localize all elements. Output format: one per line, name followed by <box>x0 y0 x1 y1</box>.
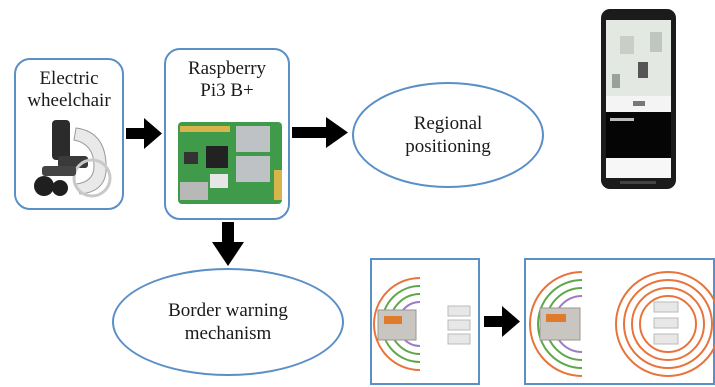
wheelchair-title-line2: wheelchair <box>27 90 111 111</box>
border-line1: Border warning <box>168 300 288 321</box>
border-line2: mechanism <box>184 323 272 344</box>
border-demo-panel-single <box>370 258 480 385</box>
wheelchair-node: Electric wheelchair <box>14 58 124 210</box>
raspberry-title-line2: Pi3 B+ <box>200 80 254 101</box>
wheelchair-illustration <box>34 120 112 198</box>
border-demo-panel-double <box>524 258 715 385</box>
wheelchair-title-line1: Electric <box>39 68 99 89</box>
arrow-wheelchair-to-pi <box>126 118 162 149</box>
border-warning-node: Border warning mechanism <box>112 268 344 376</box>
raspberry-pi-board-illustration <box>178 122 282 204</box>
raspberry-pi-node: Raspberry Pi3 B+ <box>164 48 290 220</box>
arrow-pi-to-border <box>212 222 244 266</box>
arrow-panel-to-panel <box>484 306 520 337</box>
double-zone-rings <box>529 271 715 377</box>
single-zone-rings <box>373 277 471 371</box>
regional-positioning-node: Regional positioning <box>352 82 544 188</box>
raspberry-title-line1: Raspberry <box>187 58 267 79</box>
regional-line2: positioning <box>405 136 491 157</box>
arrow-pi-to-regional <box>292 117 348 148</box>
regional-line1: Regional <box>413 113 483 134</box>
